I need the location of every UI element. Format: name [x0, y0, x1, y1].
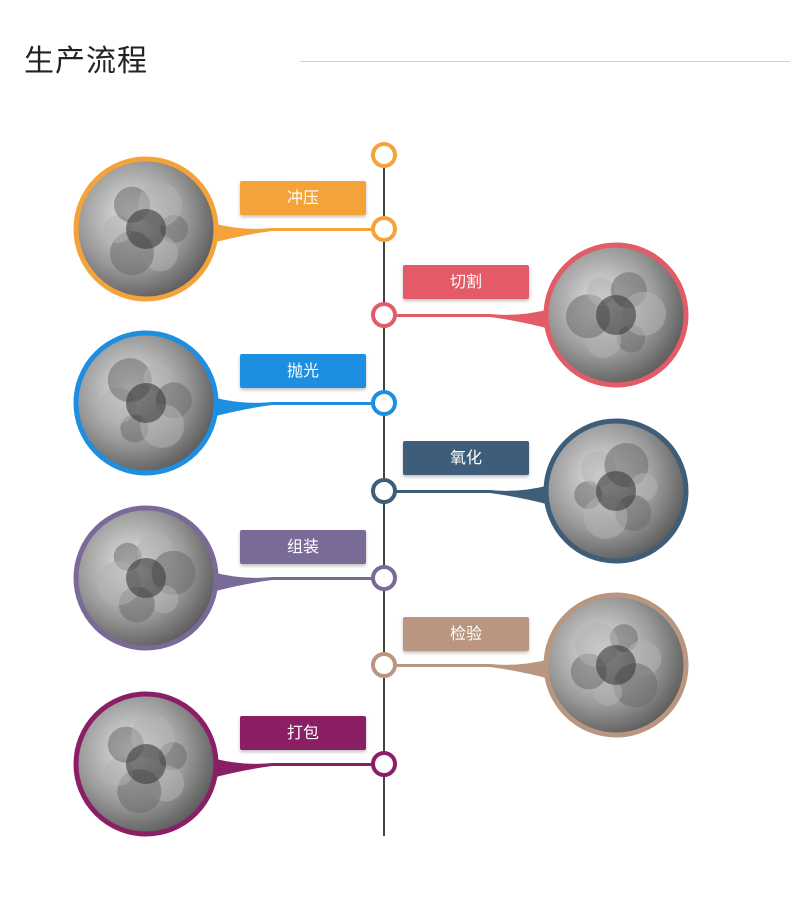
assembly-workshop-photo [78, 510, 214, 646]
process-step-4 [371, 418, 689, 564]
step-connector [395, 309, 550, 329]
step-connector [212, 223, 373, 243]
step-connector [395, 659, 550, 679]
steps-layer [73, 156, 689, 837]
process-step-6 [371, 592, 689, 738]
stamping-press-photo [78, 161, 214, 297]
photo-frame-ring [543, 418, 689, 564]
timeline-node [371, 751, 397, 777]
photo-frame-ring [73, 156, 219, 302]
photo-frame-ring [73, 505, 219, 651]
photo-frame-ring [73, 330, 219, 476]
timeline-node [371, 302, 397, 328]
process-step-3 [73, 330, 397, 476]
step-label: 氧化 [403, 441, 529, 475]
step-label: 组装 [240, 530, 366, 564]
oxidation-line-photo [548, 423, 684, 559]
cutting-machine-photo [548, 247, 684, 383]
inspection-workers-photo [548, 597, 684, 733]
polishing-machine-photo [78, 335, 214, 471]
step-label: 检验 [403, 617, 529, 651]
photo-frame-ring [543, 592, 689, 738]
step-connector [212, 397, 373, 417]
process-step-7 [73, 691, 397, 837]
timeline-node [371, 565, 397, 591]
title-divider [300, 61, 790, 62]
process-step-5 [73, 505, 397, 651]
timeline-node [371, 478, 397, 504]
photo-frame-ring [543, 242, 689, 388]
photo-frame-ring [73, 691, 219, 837]
timeline-node [371, 390, 397, 416]
step-connector [212, 758, 373, 778]
timeline-node [371, 652, 397, 678]
timeline-node [371, 216, 397, 242]
process-step-1 [73, 156, 397, 302]
step-connector [212, 572, 373, 592]
step-label: 抛光 [240, 354, 366, 388]
packaged-caps-photo [78, 696, 214, 832]
process-step-2 [371, 242, 689, 388]
step-label: 切割 [403, 265, 529, 299]
step-label: 冲压 [240, 181, 366, 215]
timeline-start-node [371, 142, 397, 168]
step-label: 打包 [240, 716, 366, 750]
page-title: 生产流程 [24, 44, 148, 79]
step-connector [395, 485, 550, 505]
